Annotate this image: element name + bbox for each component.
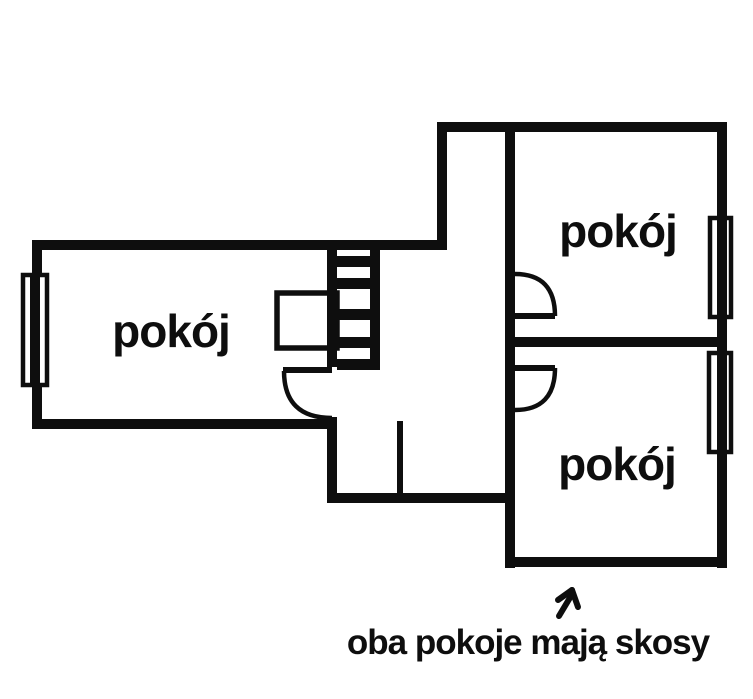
door-bottom-right-room: [514, 365, 558, 413]
stair-tread: [337, 309, 370, 320]
door-left-room: [281, 367, 333, 421]
stair-tread: [337, 278, 370, 289]
stairs: [337, 240, 380, 370]
stair-tread: [337, 256, 370, 267]
wall-hall-upper-left: [437, 122, 447, 250]
wall-right-rooms-left: [505, 132, 515, 568]
wall-top-left: [32, 240, 447, 250]
window-left-room: [20, 272, 50, 388]
door-top-right-room: [514, 271, 558, 319]
wall-right-rooms-divider: [515, 337, 727, 347]
wall-left-room-bottom: [32, 419, 337, 429]
stair-tread: [337, 337, 370, 348]
arrow-up-right-icon: [555, 587, 581, 619]
bottom-right-room-label: pokój: [558, 438, 677, 490]
wall-bottom-right-room-bottom: [505, 557, 727, 567]
wall-top-outer: [437, 122, 727, 132]
annotation-caption: oba pokoje mają skosy: [346, 623, 710, 662]
wall-hall-bottom: [327, 493, 515, 503]
hall-partition-line: [397, 421, 403, 493]
stair-tread: [337, 359, 370, 370]
stairs-right-rail: [370, 240, 380, 370]
window-bottom-right-room: [706, 350, 734, 455]
wall-right-outer: [717, 122, 727, 568]
door-recess-box: [274, 290, 340, 351]
top-right-room-label: pokój: [559, 205, 678, 257]
left-room-label: pokój: [112, 305, 231, 357]
window-top-right-room: [707, 215, 734, 320]
wall-left-room-right-lower: [327, 417, 337, 503]
